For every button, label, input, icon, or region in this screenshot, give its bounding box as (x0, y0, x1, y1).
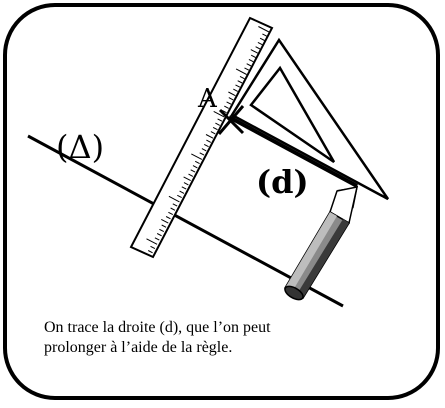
ruler-tick (147, 250, 153, 254)
ruler-tick (168, 195, 180, 203)
caption-line-1: On trace la droite (d), que l’on peut (44, 319, 271, 336)
ruler-tick (146, 238, 158, 245)
ruler-tick (259, 37, 265, 41)
ruler-tick (170, 207, 176, 211)
ruler-tick (239, 75, 245, 80)
ruler-tick (246, 63, 252, 67)
ruler-tick (215, 122, 221, 126)
ruler-tick (226, 101, 232, 105)
ruler (129, 16, 274, 259)
ruler-tick (224, 105, 229, 109)
ruler-tick (168, 211, 174, 216)
ruler-tick (190, 169, 196, 173)
label-delta: (Δ) (56, 128, 104, 166)
line-d (228, 115, 358, 188)
ruler-tick (250, 49, 259, 54)
ruler-tick (156, 233, 162, 237)
ruler-tick (210, 131, 216, 135)
ruler-tick (159, 228, 165, 233)
ruler-tick (258, 26, 270, 33)
ruler-tick (257, 41, 263, 46)
ruler-tick (188, 173, 194, 177)
ruler-tick (235, 68, 247, 75)
ruler-tick (201, 148, 207, 152)
ruler-tick (183, 182, 189, 186)
ruler-tick (235, 84, 241, 88)
ruler-tick (177, 194, 182, 199)
caption: On trace la droite (d), que l’on peut pr… (44, 318, 404, 358)
ruler-ticks (146, 26, 270, 254)
pencil (283, 185, 359, 301)
ruler-tick (262, 33, 268, 37)
ruler-tick (192, 165, 198, 169)
ruler-tick (165, 216, 171, 220)
ruler-tick (199, 152, 205, 156)
ruler-tick (233, 88, 238, 92)
set-square (230, 37, 390, 201)
ruler-tick (154, 237, 160, 241)
ruler-tick (172, 203, 178, 207)
ruler-tick (183, 176, 191, 182)
label-d: (d) (256, 163, 309, 201)
ruler-tick (213, 110, 225, 118)
ruler-tick (203, 143, 209, 148)
point-a-cross (217, 105, 245, 135)
ruler-tick (228, 91, 236, 97)
ruler-tick (150, 245, 156, 250)
ruler-tick (248, 58, 254, 63)
ruler-tick (161, 224, 167, 228)
ruler-tick (212, 126, 218, 131)
ruler-tick (191, 153, 203, 160)
ruler-tick (217, 118, 223, 122)
ruler-tick (206, 139, 212, 143)
ruler-tick (237, 80, 243, 84)
ruler-tick (181, 186, 187, 190)
ruler-tick (250, 54, 256, 58)
pencil-end (284, 285, 304, 301)
ruler-tick (244, 67, 250, 71)
label-point-a: A (197, 84, 218, 114)
ruler-tick (228, 97, 234, 101)
ruler-tick (161, 218, 169, 224)
ruler-tick (205, 134, 214, 139)
ruler-tick (194, 160, 200, 165)
ruler-tick (255, 46, 261, 50)
ruler-tick (179, 190, 185, 194)
caption-line-2: prolonger à l’aide de la règle. (44, 339, 233, 356)
